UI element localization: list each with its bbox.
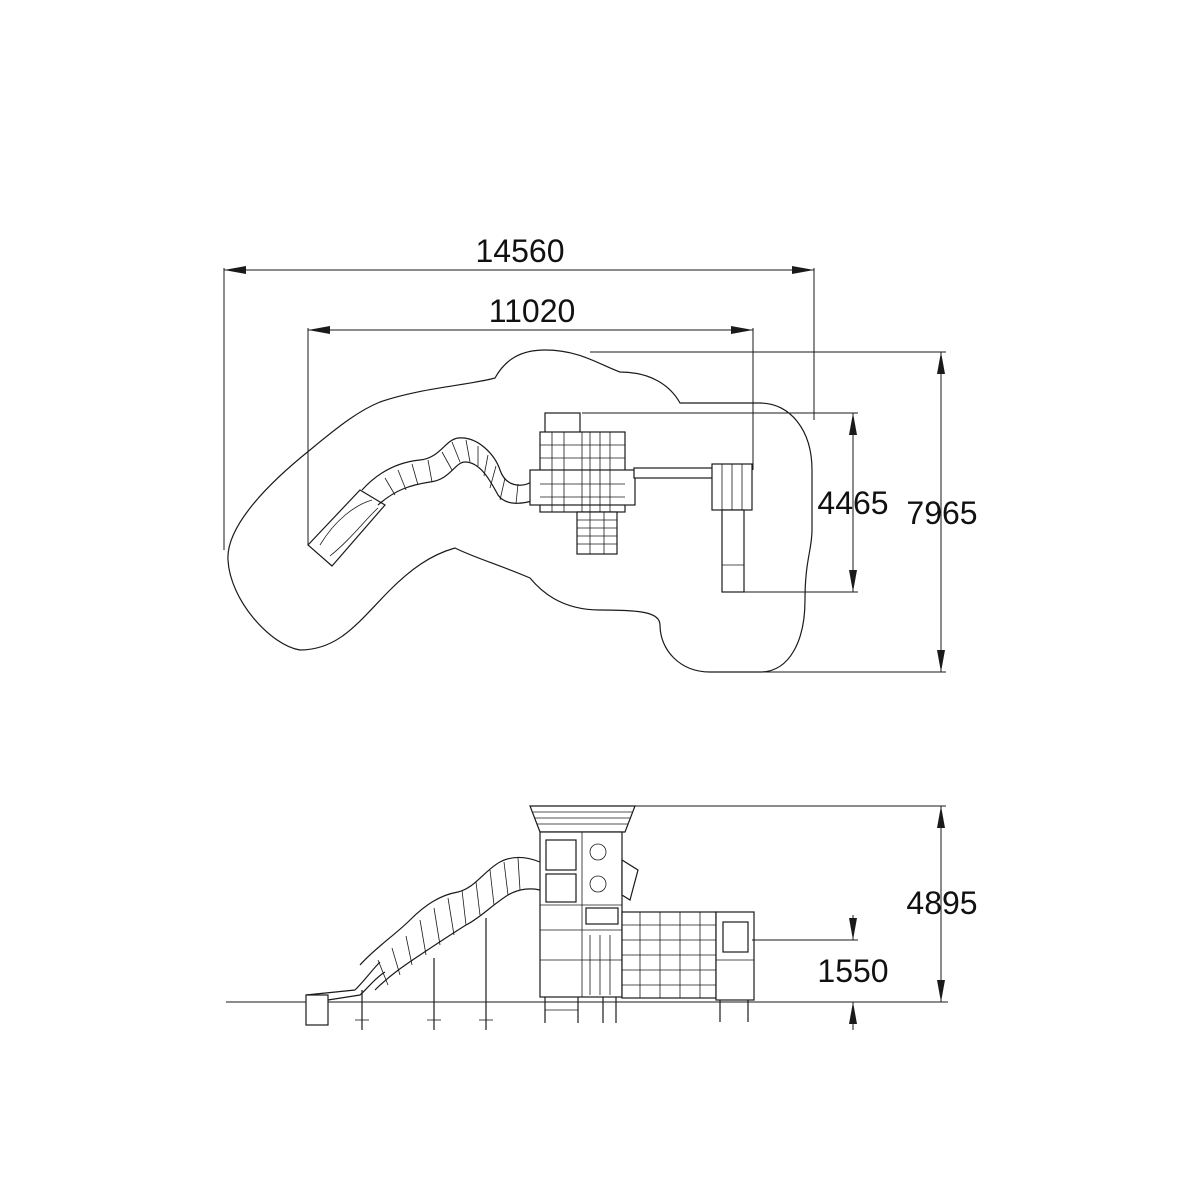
dim-label-7965: 7965 (906, 495, 977, 531)
dim-plan-total-length (223, 266, 815, 550)
dim-label-4895: 4895 (906, 885, 977, 921)
plan-slide-chute (307, 489, 386, 567)
plan-view: 14560 11020 4465 7965 (223, 233, 978, 673)
plan-bridge (633, 467, 715, 479)
dim-plan-structure-depth (582, 412, 858, 593)
dim-label-4465: 4465 (817, 485, 888, 521)
dim-label-1550: 1550 (817, 953, 888, 989)
plan-main-tower (529, 412, 636, 555)
elev-tube-slide (355, 856, 541, 1030)
elev-slide-exit (305, 961, 386, 1026)
dim-elev-total-height (630, 805, 946, 1002)
safety-zone-outline (227, 349, 813, 673)
dim-label-11020: 11020 (489, 293, 576, 329)
elev-main-tower (529, 805, 639, 1023)
elev-small-tower (715, 911, 755, 1022)
elevation-view: 4895 1550 (226, 805, 978, 1030)
dim-label-14560: 14560 (476, 233, 565, 269)
elev-bridge (621, 911, 717, 999)
plan-tube-slide (361, 437, 536, 506)
plan-small-tower (711, 463, 753, 593)
dim-elev-platform-height (752, 915, 858, 1030)
dim-plan-total-depth (590, 351, 946, 673)
